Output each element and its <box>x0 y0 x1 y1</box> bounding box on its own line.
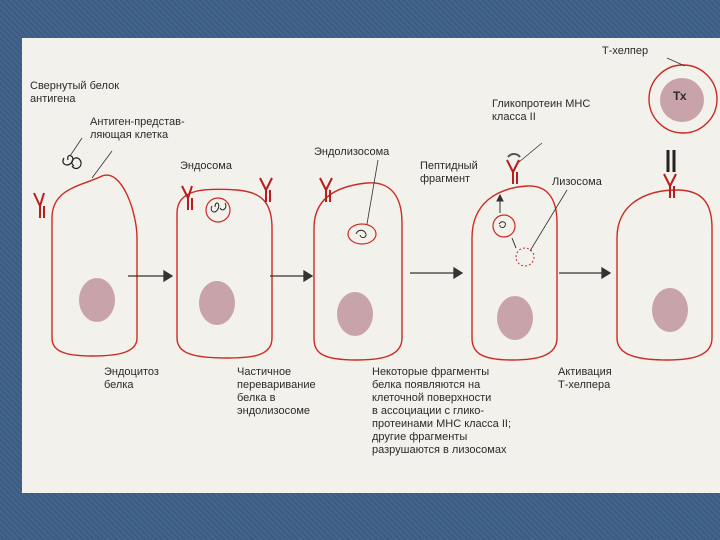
cell-2-nucleus <box>199 281 235 325</box>
cell-1 <box>33 137 138 357</box>
endolysosome-pointer <box>366 159 379 225</box>
apc-pointer <box>91 150 113 179</box>
endolysosome-protein <box>355 229 367 238</box>
folded-protein-antigen <box>62 154 82 170</box>
diagram-slide: Свернутый белок антигена Антиген-предста… <box>22 38 720 493</box>
arrow-step-3 <box>410 266 464 280</box>
endosome <box>205 197 231 223</box>
cell-1-nucleus <box>79 278 115 322</box>
t-helper-pointer <box>666 57 686 67</box>
vesicle-fragment <box>498 221 506 228</box>
cell-3-nucleus <box>337 292 373 336</box>
caption-step-4: Активация Т-хелпера <box>558 366 612 391</box>
cell-3 <box>313 159 403 361</box>
mhc-receptor-cell-2-left <box>181 185 193 210</box>
label-lysosome: Лизосома <box>552 176 602 188</box>
label-endolysosome: Эндолизосома <box>314 146 390 158</box>
mhc-receptor-cell-3 <box>319 177 333 202</box>
lysosome-pointer <box>529 189 568 252</box>
label-endosome: Эндосома <box>180 160 232 172</box>
caption-step-3: Некоторые фрагменты белка появляются на … <box>372 366 512 456</box>
caption-step-2: Частичное переваривание белка в эндолизо… <box>237 366 316 417</box>
mhc-receptor-cell-1 <box>33 192 45 218</box>
t-cell-receptor <box>666 150 676 172</box>
arrow-step-4 <box>559 266 612 280</box>
peptide-fragment <box>507 153 521 158</box>
cell-5-nucleus <box>652 288 688 332</box>
antigen-pointer <box>69 137 83 157</box>
cell-3-membrane <box>313 182 403 361</box>
mhc-glycoprotein-with-peptide <box>506 159 520 184</box>
arrow-step-2 <box>270 269 314 283</box>
cell-4-membrane <box>471 185 558 361</box>
label-apc: Антиген-представ- ляющая клетка <box>90 116 185 141</box>
vesicle <box>492 214 516 238</box>
endolysosome <box>347 223 377 245</box>
cell-5-membrane <box>616 189 713 361</box>
transport-arrows <box>496 193 517 249</box>
mhc-receptor-cell-5 <box>663 173 677 198</box>
label-folded-protein: Свернутый белок антигена <box>30 80 120 105</box>
mhc-pointer <box>518 142 543 163</box>
cell-4 <box>471 142 568 361</box>
cell-5 <box>616 57 718 361</box>
caption-step-1: Эндоцитоз белка <box>104 366 159 391</box>
t-helper-nucleus <box>660 78 704 122</box>
lysosome <box>515 247 535 267</box>
arrow-step-1 <box>128 269 174 283</box>
cell-2 <box>176 177 273 359</box>
label-t-helper-cell: Тх <box>673 89 687 103</box>
label-t-helper: Т-хелпер <box>602 45 649 57</box>
cell-1-membrane <box>51 174 138 357</box>
label-mhc-glycoprotein: Гликопротеин МНС класса II <box>492 98 591 123</box>
cell-2-membrane <box>176 188 273 359</box>
mhc-receptor-cell-2-right <box>259 177 273 202</box>
label-peptide-fragment: Пептидный фрагмент <box>420 160 478 185</box>
antigen-processing-diagram <box>33 57 718 361</box>
cell-4-nucleus <box>497 296 533 340</box>
endosome-protein <box>210 202 227 213</box>
